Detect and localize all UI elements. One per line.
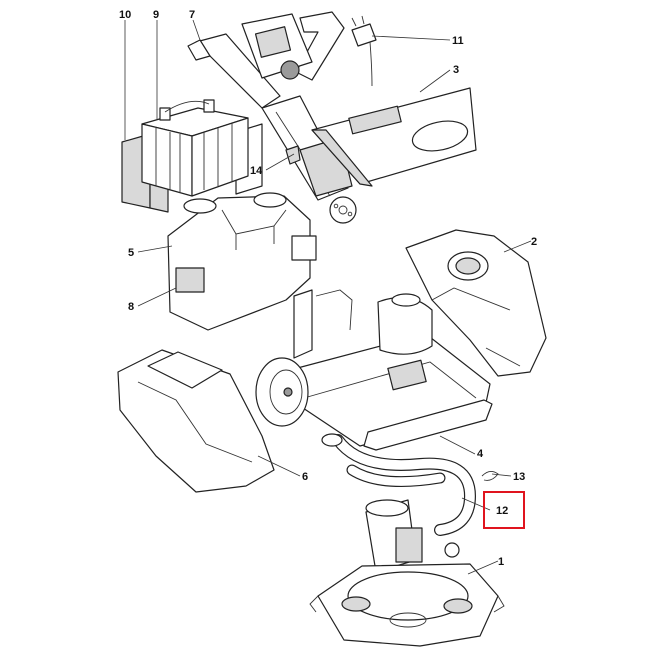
callout-10: 10 bbox=[119, 9, 131, 21]
hose-clamp bbox=[481, 471, 499, 481]
hose bbox=[321, 433, 477, 536]
callout-2: 2 bbox=[531, 236, 537, 248]
battery bbox=[141, 99, 249, 197]
callout-5: 5 bbox=[128, 247, 134, 259]
power-cord-plug bbox=[351, 15, 377, 87]
brush-motor bbox=[365, 499, 460, 573]
callout-3: 3 bbox=[453, 64, 459, 76]
highlight-box bbox=[483, 491, 525, 529]
callout-8: 8 bbox=[128, 301, 134, 313]
callout-14: 14 bbox=[250, 165, 263, 177]
callout-4: 4 bbox=[477, 448, 484, 460]
callout-1: 1 bbox=[498, 556, 504, 568]
callout-13: 13 bbox=[513, 471, 525, 483]
callout-11: 11 bbox=[452, 35, 464, 47]
callout-7: 7 bbox=[189, 9, 195, 21]
front-bumper bbox=[363, 399, 493, 451]
side-cover bbox=[405, 229, 547, 377]
front-tank bbox=[117, 349, 275, 493]
rear-housing bbox=[167, 192, 317, 331]
callout-9: 9 bbox=[153, 9, 159, 21]
brush-deck bbox=[309, 563, 505, 647]
top-cover bbox=[311, 87, 477, 187]
rear-wheel bbox=[255, 357, 309, 427]
leader-lines bbox=[124, 19, 532, 575]
callout-labels: 10 9 7 11 3 14 5 2 8 4 6 13 12 1 bbox=[119, 9, 537, 568]
callout-6: 6 bbox=[302, 471, 308, 483]
callout-12: 12 bbox=[496, 505, 508, 517]
handle-assembly bbox=[187, 11, 353, 201]
